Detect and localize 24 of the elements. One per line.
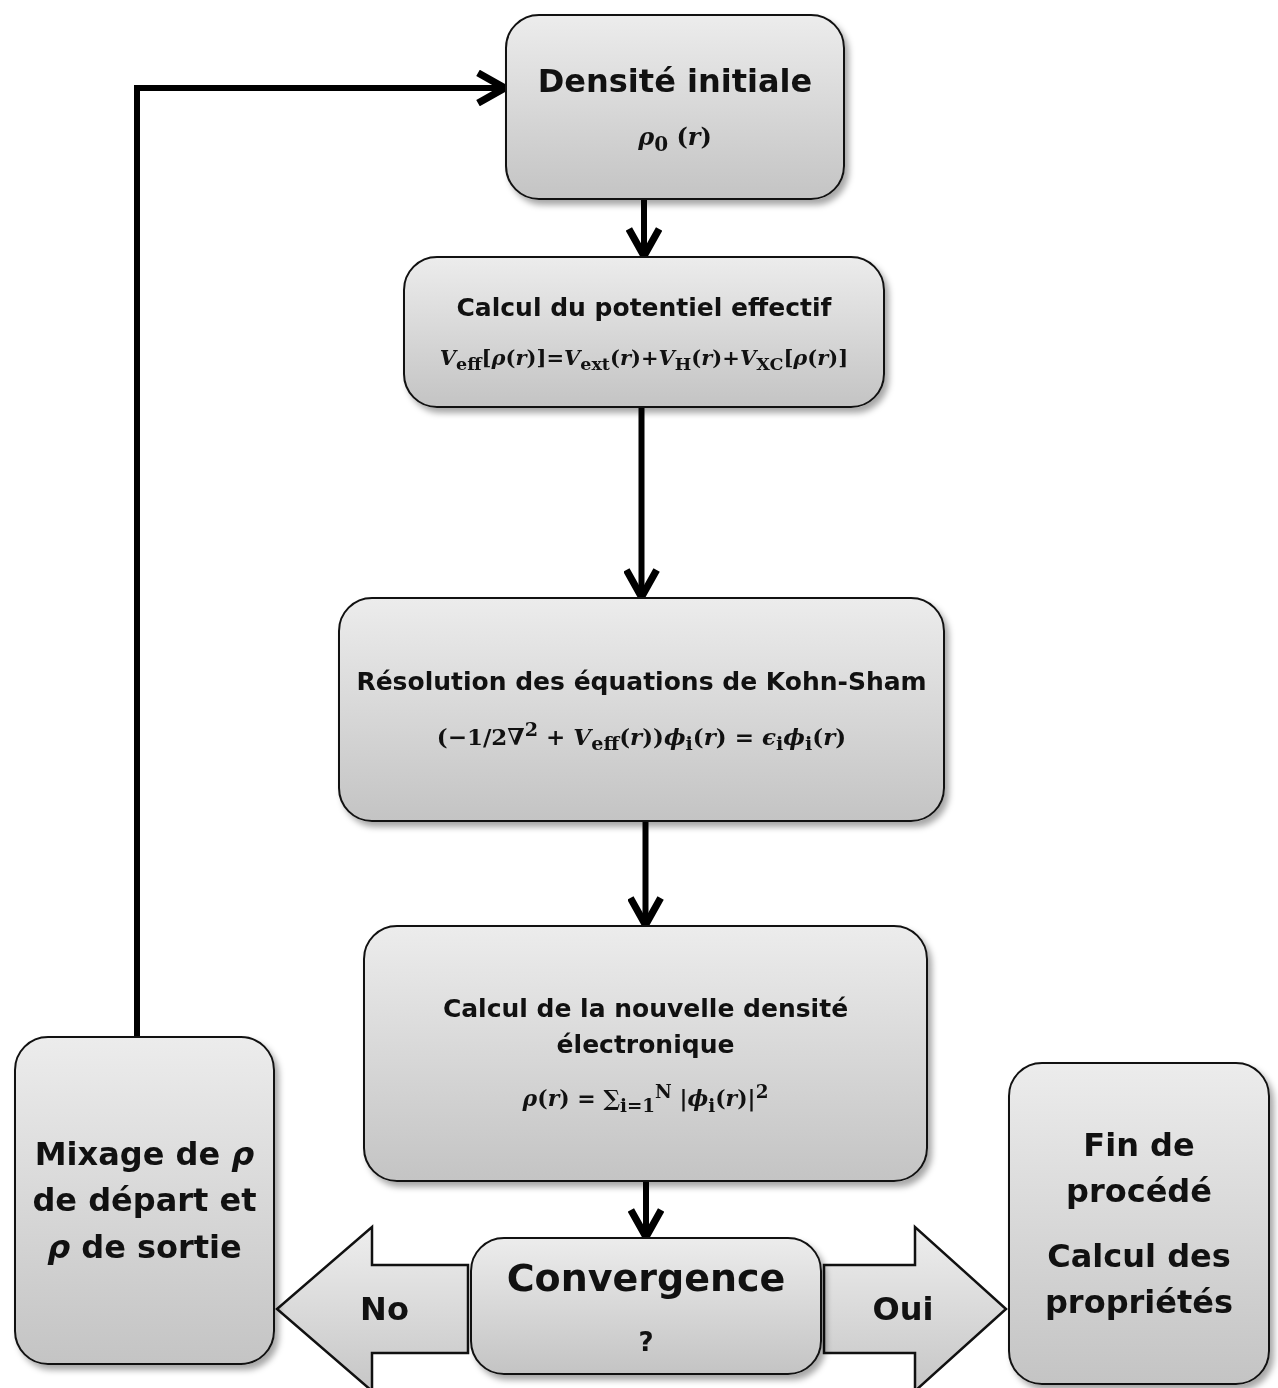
formula: V$_{eff}$[ρ(r)]=V$_{ext}$(r)+V$_{H}$(r)+V$_{XC}$[ρ(r)] [439,344,849,374]
box-text: ? [638,1325,654,1359]
box-text: Calcul du potentiel effectif [456,292,832,325]
process-box [1008,1062,1270,1385]
edge-label: Oui [872,1290,934,1328]
box-text: Convergence [506,1254,786,1302]
formula: (−1/2∇$^{2}$ + V$_{eff}$(r))ϕ$_{i}$(r) = ϵ$_{i}$ϕ$_{i}$(r) [436,718,847,756]
formula: ρ(r) = ∑$_{i=1}$$^{N}$ |ϕ$_{i}$(r)|$^{2}$ [522,1081,769,1117]
box-text: Fin de procédé [1065,1124,1213,1213]
process-box [14,1036,275,1365]
box-text: Calcul des propriétés [1043,1235,1235,1323]
process-box [338,597,945,822]
box-text: Densité initiale [537,60,813,102]
process-box [403,256,885,408]
block-arrow [275,1224,470,1388]
box-text: Résolution des équations de Kohn-Sham [356,665,927,698]
box-text: Mixage de ρ de départ et ρ de sortie [31,1133,258,1268]
edge-label: No [360,1290,409,1328]
process-box [470,1237,822,1375]
formula: ρ$_{0}$ (r) [638,122,712,157]
block-arrow [822,1224,1008,1388]
process-box [505,14,845,200]
box-text: Calcul de la nouvelle densité électronique [441,992,850,1062]
process-box [363,925,928,1182]
